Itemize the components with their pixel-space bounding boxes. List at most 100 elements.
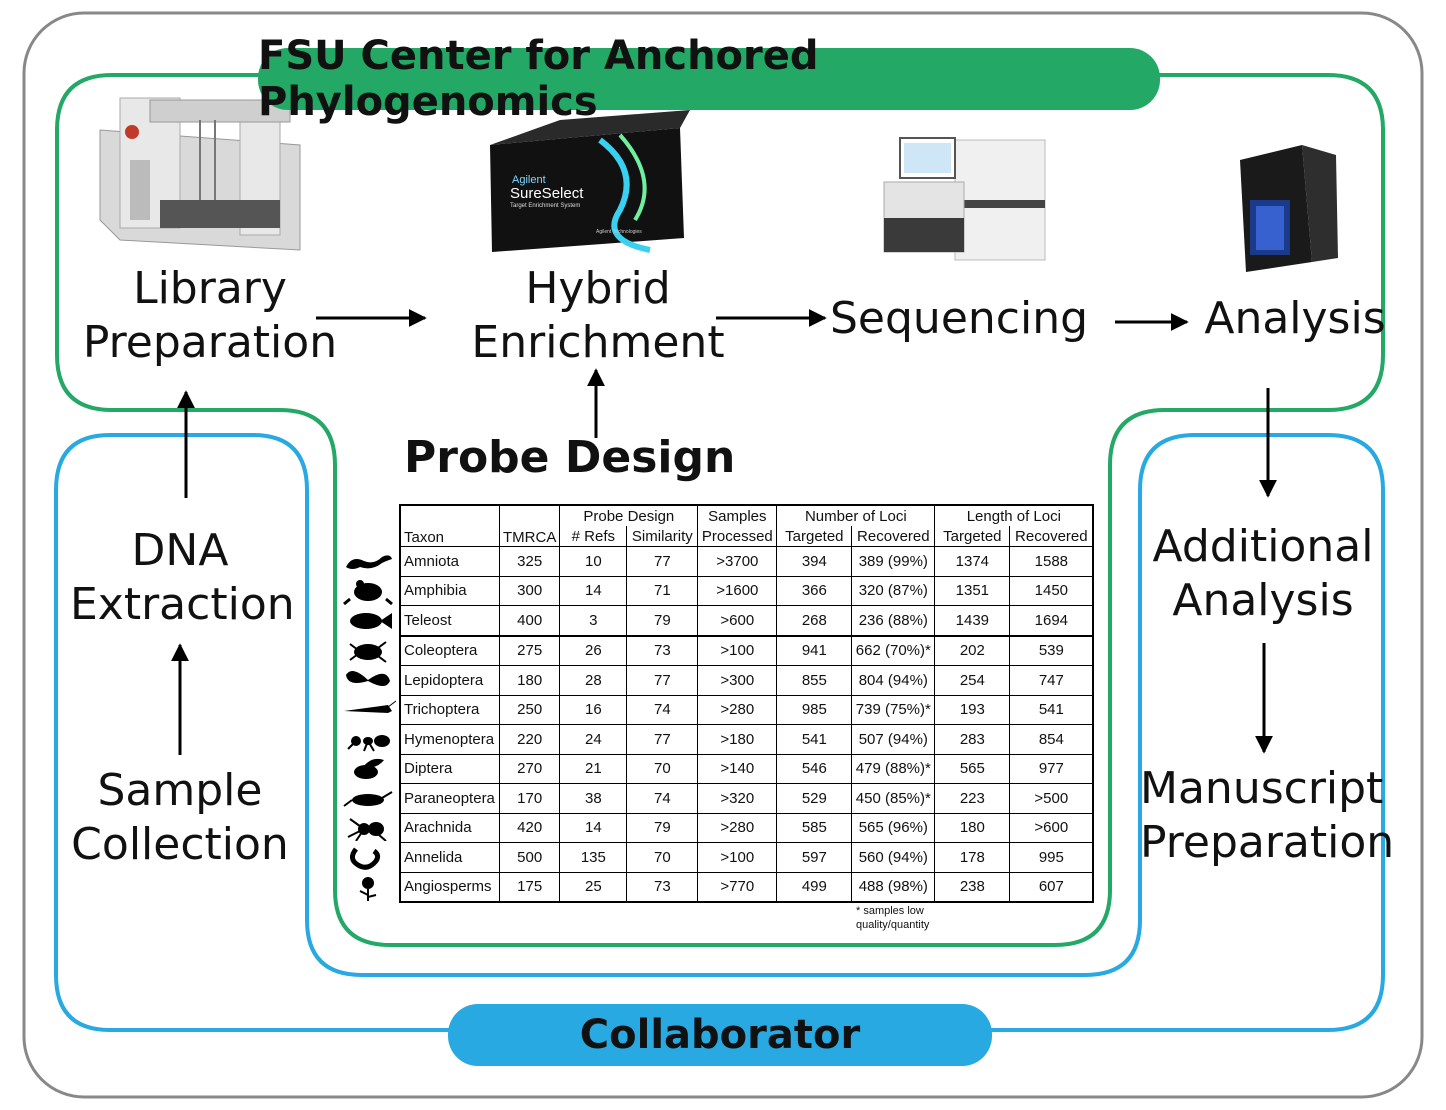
col-processed: Processed (697, 526, 778, 547)
sequencing-label: Sequencing (830, 292, 1089, 346)
table-cell: 77 (626, 546, 699, 577)
group-probe-design: Probe Design (559, 504, 699, 526)
hybrid-line2: Enrichment (471, 317, 725, 368)
table-cell: >280 (697, 812, 778, 843)
fsu-banner: FSU Center for Anchored Phylogenomics (258, 33, 1160, 125)
collaborator-title: Collaborator (579, 1012, 861, 1058)
table-cell: 300 (498, 575, 561, 606)
table-cell: 541 (1009, 694, 1094, 725)
analysis-text: Analysis (1204, 293, 1386, 344)
table-cell: 74 (626, 783, 699, 814)
table-cell: >180 (697, 724, 778, 755)
table-cell: 223 (934, 783, 1011, 814)
table-cell: 389 (99%) (851, 546, 936, 577)
sample-line2: Collection (71, 819, 289, 870)
table-cell: 10 (559, 546, 628, 577)
table-cell: 220 (498, 724, 561, 755)
fsu-frame (55, 73, 1385, 947)
table-cell: 193 (934, 694, 1011, 725)
col-targeted: Targeted (776, 526, 853, 547)
table-cell: 1450 (1009, 575, 1094, 606)
taxon-cell: Teleost (399, 605, 500, 637)
table-cell: 254 (934, 665, 1011, 696)
taxon-cell: Paraneoptera (399, 783, 500, 814)
table-cell: 38 (559, 783, 628, 814)
table-cell: 1439 (934, 605, 1011, 637)
table-cell: 270 (498, 753, 561, 784)
col-taxon: Taxon (399, 504, 500, 547)
table-cell: 79 (626, 812, 699, 843)
fsu-title: FSU Center for Anchored Phylogenomics (258, 33, 819, 125)
table-cell: 366 (776, 575, 853, 606)
table-cell: 26 (559, 635, 628, 666)
taxon-cell: Angiosperms (399, 871, 500, 903)
table-cell: 14 (559, 812, 628, 843)
table-cell: 488 (98%) (851, 871, 936, 903)
manuscript-prep-label: Manuscript Preparation (1140, 762, 1394, 870)
table-cell: 77 (626, 724, 699, 755)
frog-icon (342, 579, 396, 605)
table-cell: 202 (934, 635, 1011, 666)
table-cell: 283 (934, 724, 1011, 755)
footnote-line1: * samples low (856, 905, 924, 917)
table-cell: 597 (776, 842, 853, 873)
sample-line1: Sample (97, 765, 263, 816)
footnote-line2: quality/quantity (856, 919, 930, 931)
table-cell: >600 (1009, 812, 1094, 843)
col-similarity: Similarity (626, 526, 699, 547)
sequencing-text: Sequencing (830, 293, 1089, 344)
table-cell: 71 (626, 575, 699, 606)
table-cell: 420 (498, 812, 561, 843)
table-cell: 238 (934, 871, 1011, 903)
table-cell: 73 (626, 871, 699, 903)
beetle-icon (342, 638, 396, 664)
table-cell: 73 (626, 635, 699, 666)
spider-icon (342, 815, 396, 843)
table-cell: >140 (697, 753, 778, 784)
table-footnote: * samples low quality/quantity (856, 904, 929, 932)
table-cell: 607 (1009, 871, 1094, 903)
taxon-cell: Coleoptera (399, 635, 500, 666)
col-refs: # Refs (559, 526, 628, 547)
flow-arrows (171, 309, 1277, 755)
col-length-targeted: Targeted (934, 526, 1011, 547)
table-cell: 275 (498, 635, 561, 666)
hybrid-line1: Hybrid (525, 263, 671, 314)
sequencer-image (883, 137, 1046, 261)
table-cell: 79 (626, 605, 699, 637)
table-cell: 507 (94%) (851, 724, 936, 755)
dna-line2: Extraction (70, 579, 295, 630)
taxon-cell: Trichoptera (399, 694, 500, 725)
probe-design-title: Probe Design (404, 432, 736, 483)
table-cell: 995 (1009, 842, 1094, 873)
table-cell: 3 (559, 605, 628, 637)
outer-frame (22, 11, 1424, 1099)
table-cell: 941 (776, 635, 853, 666)
probe-design-table: Taxon TMRCA Probe Design Samples Number … (399, 504, 1095, 903)
table-cell: 28 (559, 665, 628, 696)
table-cell: 977 (1009, 753, 1094, 784)
table-cell: 541 (776, 724, 853, 755)
taxon-cell: Annelida (399, 842, 500, 873)
table-cell: 268 (776, 605, 853, 637)
table-cell: 394 (776, 546, 853, 577)
table-cell: 135 (559, 842, 628, 873)
table-cell: 1351 (934, 575, 1011, 606)
table-cell: 77 (626, 665, 699, 696)
dna-line1: DNA (131, 525, 229, 576)
table-cell: >1600 (697, 575, 778, 606)
additional-line2: Analysis (1172, 575, 1354, 626)
table-cell: 1374 (934, 546, 1011, 577)
caddisfly-icon (342, 697, 397, 723)
table-group-header-row: Taxon TMRCA Probe Design Samples Number … (399, 504, 1094, 547)
taxon-cell: Hymenoptera (399, 724, 500, 755)
table-cell: 180 (934, 812, 1011, 843)
